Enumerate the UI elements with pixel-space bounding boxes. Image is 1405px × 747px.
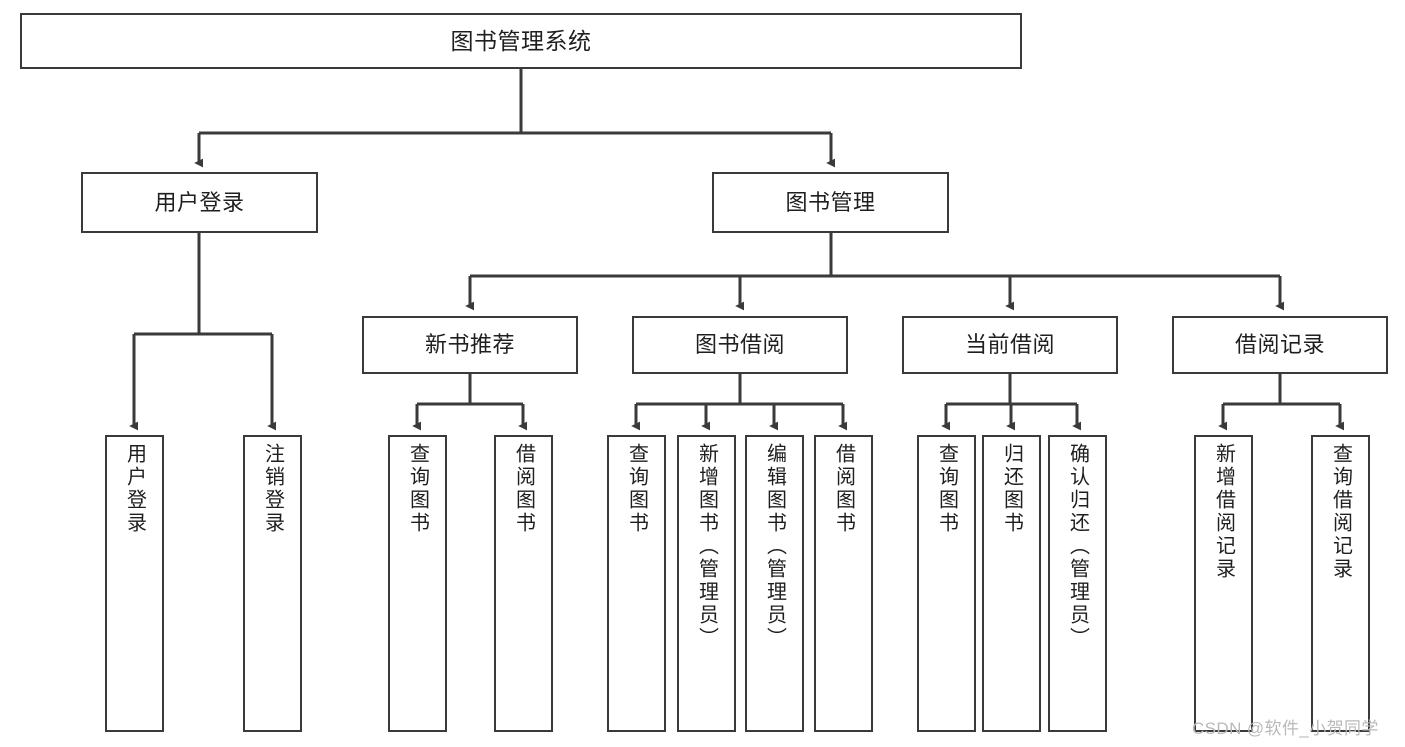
node-label: 新书推荐 [424, 332, 515, 358]
leaf-query-book-new[interactable]: 查询图书 [388, 435, 447, 732]
leaf-borrow-book-new[interactable]: 借阅图书 [494, 435, 553, 732]
leaf-confirm-return-admin[interactable]: 确认归还（管理员） [1048, 435, 1107, 732]
node-book-management[interactable]: 图书管理 [712, 172, 949, 233]
node-label: 归还图书 [1000, 443, 1023, 535]
node-label: 查询图书 [625, 443, 648, 535]
leaf-user-login[interactable]: 用户登录 [105, 435, 164, 732]
leaf-add-borrow-record[interactable]: 新增借阅记录 [1194, 435, 1253, 732]
leaf-query-borrow-record[interactable]: 查询借阅记录 [1311, 435, 1370, 732]
node-label: 确认归还（管理员） [1066, 443, 1089, 650]
node-label: 注销登录 [261, 443, 284, 535]
node-label: 用户登录 [154, 189, 245, 215]
node-label: 借阅图书 [512, 443, 535, 535]
leaf-add-book-admin[interactable]: 新增图书（管理员） [677, 435, 736, 732]
node-label: 用户登录 [123, 443, 146, 535]
node-label: 借阅记录 [1234, 332, 1325, 358]
node-label: 图书借阅 [694, 332, 785, 358]
node-label: 图书管理系统 [450, 27, 592, 54]
node-user-login[interactable]: 用户登录 [81, 172, 318, 233]
csdn-watermark: CSDN @软件_小贺同学 [1192, 719, 1379, 738]
leaf-query-book-current[interactable]: 查询图书 [917, 435, 976, 732]
leaf-query-book-borrow[interactable]: 查询图书 [607, 435, 666, 732]
leaf-edit-book-admin[interactable]: 编辑图书（管理员） [745, 435, 804, 732]
node-label: 借阅图书 [832, 443, 855, 535]
node-label: 新增图书（管理员） [695, 443, 718, 650]
node-root-system[interactable]: 图书管理系统 [20, 13, 1022, 69]
leaf-return-book[interactable]: 归还图书 [982, 435, 1041, 732]
node-borrow-records[interactable]: 借阅记录 [1172, 316, 1388, 374]
leaf-borrow-book[interactable]: 借阅图书 [814, 435, 873, 732]
node-new-book-recommendation[interactable]: 新书推荐 [362, 316, 578, 374]
node-label: 编辑图书（管理员） [763, 443, 786, 650]
node-label: 查询图书 [406, 443, 429, 535]
node-label: 查询图书 [935, 443, 958, 535]
node-label: 当前借阅 [964, 332, 1055, 358]
node-label: 新增借阅记录 [1212, 443, 1235, 581]
node-label: 图书管理 [785, 189, 876, 215]
node-book-borrowing[interactable]: 图书借阅 [632, 316, 848, 374]
node-current-borrowing[interactable]: 当前借阅 [902, 316, 1118, 374]
node-label: 查询借阅记录 [1329, 443, 1352, 581]
leaf-logout[interactable]: 注销登录 [243, 435, 302, 732]
